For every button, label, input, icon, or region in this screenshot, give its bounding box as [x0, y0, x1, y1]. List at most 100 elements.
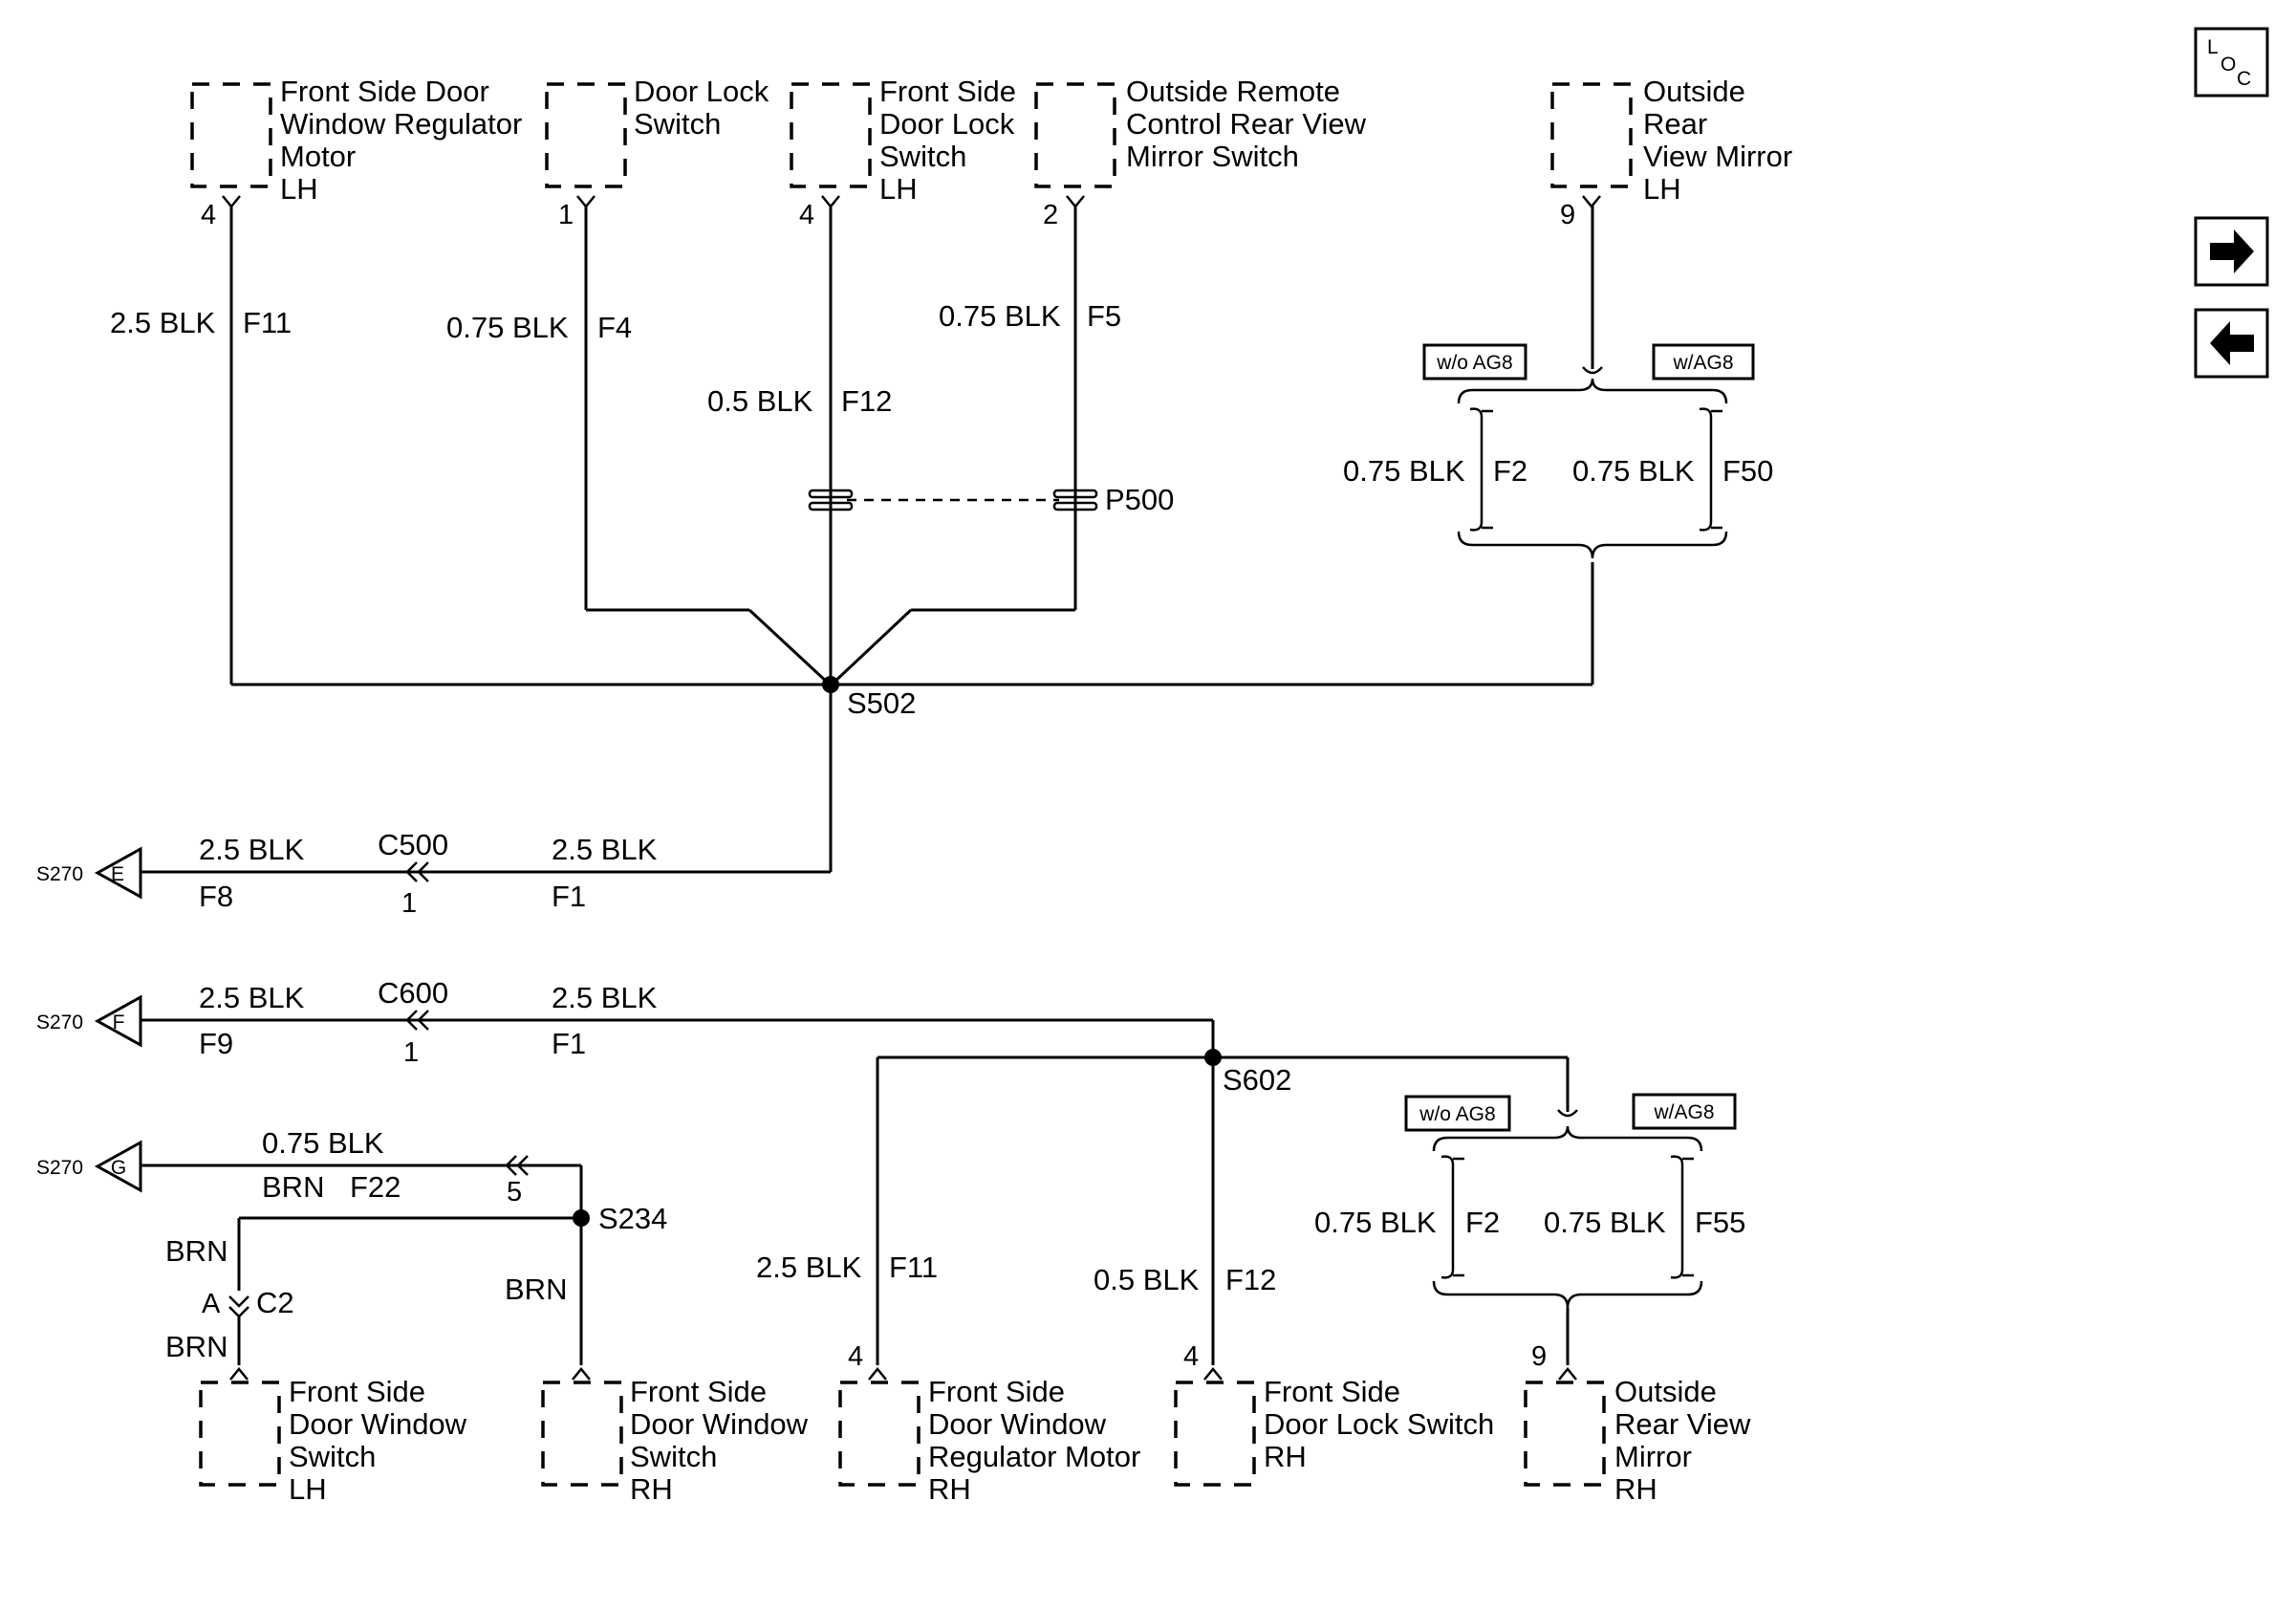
svg-text:Front Side: Front Side	[1264, 1375, 1400, 1408]
component-front-side-door-window-regulator-motor-lh: Front Side Door Window Regulator Motor L…	[190, 75, 522, 206]
wire-circuit-label: F12	[1225, 1263, 1276, 1296]
wire-size-label: 0.5 BLK	[1094, 1263, 1200, 1296]
svg-text:RH: RH	[1264, 1440, 1307, 1473]
pin-number: 9	[1560, 200, 1575, 230]
svg-text:Regulator Motor: Regulator Motor	[928, 1440, 1140, 1473]
pin-terminals-bottom	[229, 1367, 1577, 1381]
pin-number: 9	[1531, 1341, 1547, 1372]
wire-circuit-label: F1	[552, 1027, 586, 1060]
p500-pass-through-right	[1052, 489, 1098, 511]
svg-text:Mirror Switch: Mirror Switch	[1126, 140, 1299, 173]
wire-circuit-label: F22	[350, 1170, 401, 1204]
wire-circuit-label: F55	[1695, 1206, 1745, 1239]
svg-text:RH: RH	[630, 1472, 673, 1506]
svg-text:Switch: Switch	[634, 107, 721, 141]
svg-text:Switch: Switch	[879, 140, 966, 173]
left-arrow-icon	[2210, 321, 2254, 365]
svg-text:Mirror: Mirror	[1614, 1440, 1692, 1473]
svg-text:L: L	[2207, 36, 2219, 58]
option-tag-w-ag8: w/AG8	[1653, 1101, 1714, 1123]
svg-text:Door Window: Door Window	[289, 1407, 467, 1441]
wire-size-label: 2.5 BLK	[199, 833, 305, 866]
svg-text:Door Lock: Door Lock	[634, 75, 769, 108]
svg-text:RH: RH	[1614, 1472, 1657, 1506]
wire-color-label: BRN	[165, 1234, 227, 1268]
ground-symbol-f: S270 F	[36, 1012, 124, 1033]
wire-size-label: 0.75 BLK	[262, 1126, 384, 1160]
back-button[interactable]	[2194, 308, 2269, 379]
forward-button[interactable]	[2194, 216, 2269, 287]
svg-text:C: C	[2237, 68, 2251, 90]
svg-text:Front Side Door: Front Side Door	[280, 75, 489, 108]
wire-circuit-label: F50	[1722, 454, 1773, 488]
option-bracket-bottom: w/o AG8 w/AG8	[1404, 1093, 1737, 1365]
svg-text:Outside: Outside	[1643, 75, 1745, 108]
connector-label: C500	[378, 828, 448, 861]
svg-text:LH: LH	[280, 172, 318, 206]
wire-circuit-label: F11	[243, 306, 292, 339]
wire-size-label: 2.5 BLK	[756, 1251, 862, 1284]
wire-circuit-label: F11	[889, 1251, 938, 1284]
pin-number: 1	[403, 1037, 419, 1068]
svg-text:Front Side: Front Side	[289, 1375, 425, 1408]
svg-text:View Mirror: View Mirror	[1643, 140, 1792, 173]
svg-text:E: E	[111, 863, 124, 885]
option-tag-w-ag8: w/AG8	[1672, 352, 1733, 374]
wire-circuit-label: F8	[199, 880, 233, 913]
component-door-lock-switch: Door Lock Switch	[545, 75, 769, 188]
splice-s502-label: S502	[847, 686, 916, 720]
pin-number: 1	[558, 200, 574, 230]
svg-text:Rear: Rear	[1643, 107, 1707, 141]
component-front-side-door-window-switch-rh: Front Side Door Window Switch RH	[541, 1375, 809, 1506]
svg-text:LH: LH	[1643, 172, 1681, 206]
svg-text:Control Rear View: Control Rear View	[1126, 107, 1367, 141]
ground-row-g	[94, 1140, 583, 1365]
svg-text:G: G	[111, 1157, 126, 1179]
component-outside-remote-control-mirror-switch: Outside Remote Control Rear View Mirror …	[1034, 75, 1367, 188]
component-front-side-door-window-regulator-motor-rh: Front Side Door Window Regulator Motor R…	[838, 1375, 1140, 1506]
svg-text:O: O	[2220, 54, 2236, 76]
wire-color-label: BRN	[505, 1273, 567, 1306]
option-tag-wo-ag8: w/o AG8	[1419, 1103, 1495, 1125]
component-front-side-door-lock-switch-rh: Front Side Door Lock Switch RH	[1174, 1375, 1494, 1487]
svg-text:LH: LH	[879, 172, 918, 206]
ground-symbol-e: S270 E	[36, 863, 124, 885]
connector-label: C2	[256, 1286, 294, 1319]
svg-text:Door Window: Door Window	[630, 1407, 809, 1441]
svg-text:F: F	[113, 1012, 125, 1033]
pin-number: 5	[507, 1177, 522, 1208]
svg-text:Motor: Motor	[280, 140, 356, 173]
component-front-side-door-window-switch-lh: Front Side Door Window Switch LH	[199, 1375, 467, 1506]
component-outside-rear-view-mirror-rh: Outside Rear View Mirror RH	[1524, 1375, 1751, 1506]
option-bracket-top: w/o AG8 w/AG8	[1422, 343, 1755, 559]
svg-text:Front Side: Front Side	[879, 75, 1016, 108]
splice-s602-label: S602	[1223, 1063, 1291, 1097]
wire-size-label: 0.75 BLK	[1544, 1206, 1666, 1239]
component-outside-rear-view-mirror-lh: Outside Rear View Mirror LH	[1550, 75, 1792, 206]
component-front-side-door-lock-switch-lh: Front Side Door Lock Switch LH	[790, 75, 1016, 206]
svg-text:Switch: Switch	[630, 1440, 717, 1473]
wire-color-label: BRN	[262, 1170, 324, 1204]
location-button[interactable]: L O C	[2194, 27, 2269, 98]
wire-circuit-label: F2	[1465, 1206, 1500, 1239]
wire-size-label: 0.5 BLK	[707, 384, 813, 418]
pin-number: 4	[799, 200, 814, 230]
wire-circuit-label: F4	[597, 311, 632, 344]
wire-size-label: 2.5 BLK	[110, 306, 216, 339]
splice-s602-dot	[1204, 1049, 1222, 1066]
ground-symbol-g: S270 G	[36, 1157, 126, 1179]
pin-number: 4	[1183, 1341, 1199, 1372]
svg-text:LH: LH	[289, 1472, 327, 1506]
svg-text:S270: S270	[36, 1012, 83, 1033]
svg-text:Front Side: Front Side	[928, 1375, 1065, 1408]
svg-text:Outside Remote: Outside Remote	[1126, 75, 1340, 108]
wire-size-label: 0.75 BLK	[939, 299, 1061, 333]
wire-size-label: 0.75 BLK	[1343, 454, 1465, 488]
pin-number: 4	[848, 1341, 863, 1372]
wire-size-label: 2.5 BLK	[199, 981, 305, 1014]
splice-p500-label: P500	[1105, 483, 1174, 516]
svg-text:Door Window: Door Window	[928, 1407, 1107, 1441]
right-arrow-icon	[2210, 229, 2254, 273]
ground-row-f	[94, 994, 1578, 1365]
